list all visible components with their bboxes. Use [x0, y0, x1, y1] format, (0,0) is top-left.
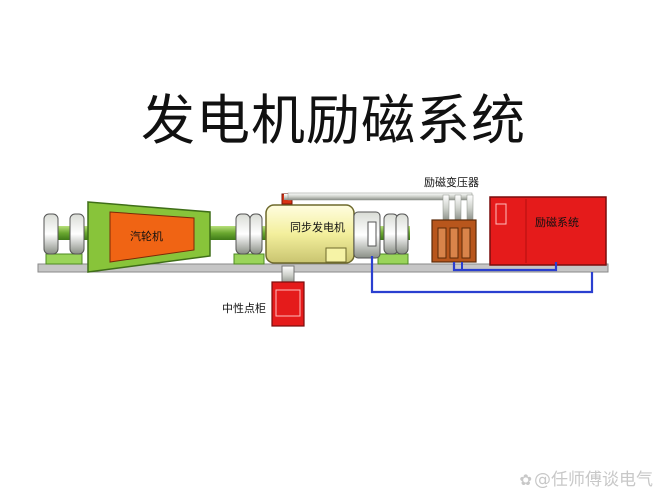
excitation-label: 励磁系统: [535, 216, 579, 229]
watermark: ✿@任师傅谈电气: [519, 465, 653, 490]
neutral-connector-top: [281, 265, 295, 285]
busbar-drop-3: [466, 194, 474, 222]
pedestal-right: [377, 253, 409, 265]
cable-excitation-to-generator: [370, 256, 594, 294]
busbar-drop-1: [442, 194, 450, 222]
generator-base: [325, 247, 347, 263]
transformer-label: 励磁变压器: [424, 175, 479, 189]
bearing-mid-2: [249, 213, 263, 255]
bearing-left: [43, 213, 59, 255]
transformer-coil-1: [437, 227, 447, 259]
neutral-cabinet: [271, 281, 305, 327]
bearing-left-2: [69, 213, 85, 255]
weibo-icon: ✿: [519, 471, 532, 489]
cable-transformer-to-excitation: [452, 262, 558, 272]
busbar-vertical: [284, 194, 291, 200]
transformer-coil-3: [461, 227, 471, 259]
excitation-cabinet-window: [495, 203, 507, 225]
neutral-cabinet-panel: [275, 289, 301, 317]
pedestal-left: [45, 253, 83, 265]
watermark-text: @任师傅谈电气: [534, 470, 653, 490]
base-rail: [37, 263, 609, 273]
transformer-coil-2: [449, 227, 459, 259]
neutral-label: 中性点柜: [222, 301, 266, 315]
generator-label: 同步发电机: [290, 220, 345, 234]
diagram-title: 发电机励磁系统: [141, 89, 526, 152]
bearing-right-2: [395, 213, 409, 255]
bearing-mid: [235, 213, 251, 255]
turbine-label: 汽轮机: [130, 229, 163, 243]
pedestal-mid: [233, 253, 265, 265]
generator-exciter-slot: [367, 221, 377, 247]
turbine-core: [109, 211, 195, 263]
excitation-cabinet: [489, 196, 607, 266]
busbar-drop-2: [454, 194, 462, 222]
